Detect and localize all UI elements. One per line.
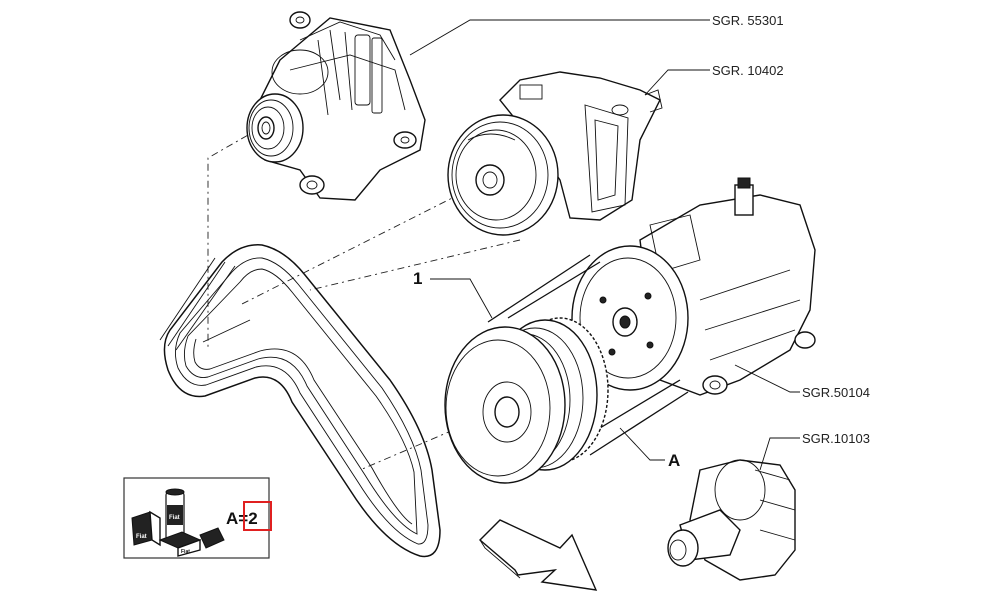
quantity-highlight (243, 501, 272, 531)
water-pump-ref-label: SGR. 10402 (712, 63, 784, 78)
crankshaft-ref-label: SGR.10103 (802, 431, 870, 446)
crankshaft (667, 459, 796, 581)
leader-lines (409, 19, 800, 471)
water-pump (447, 71, 663, 236)
arrow-icon (478, 519, 598, 591)
alternator-ref-label: SGR. 55301 (712, 13, 784, 28)
item-number-label: 1 (413, 269, 422, 288)
reference-labels: SGR. 55301 SGR. 10402 SGR.50104 SGR.1010… (413, 13, 870, 470)
oil-can-icon: Fiat Fiat Fiat (131, 488, 225, 557)
alternator (246, 11, 426, 201)
can-label: Fiat (169, 515, 180, 521)
quantity-label: A=2 (226, 509, 258, 528)
box-right-label: Fiat (181, 549, 190, 555)
ac-compressor-ref-label: SGR.50104 (802, 385, 870, 400)
legend-box: Fiat Fiat Fiat A=2 (123, 477, 272, 559)
serpentine-belt (159, 244, 441, 558)
box-left-label: Fiat (136, 534, 147, 540)
belt-label: A (668, 451, 680, 470)
ac-compressor (444, 177, 816, 484)
